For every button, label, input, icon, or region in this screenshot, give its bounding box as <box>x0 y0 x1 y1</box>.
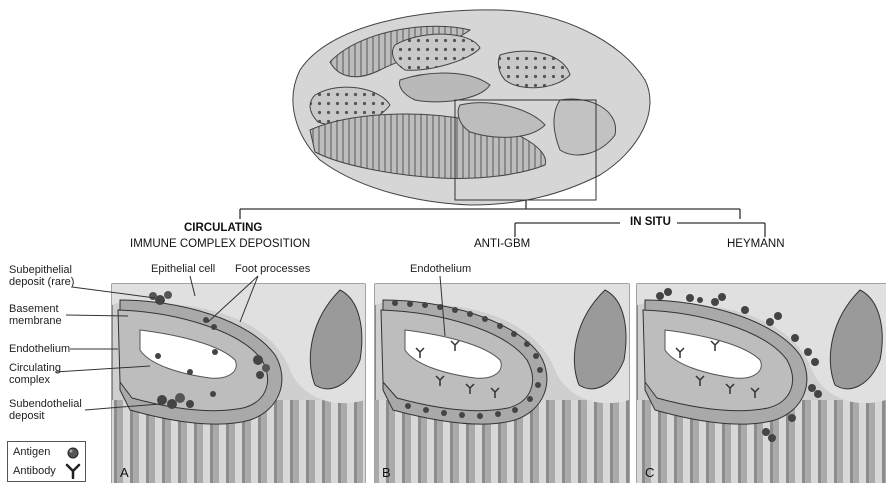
endothelium-label-a: Endothelium <box>9 343 70 355</box>
legend: Antigen Antibody <box>7 441 86 482</box>
circulating-complex-label: Circulating complex <box>9 362 61 386</box>
glomerulus-overview <box>293 10 650 205</box>
anti-gbm-header: ANTI-GBM <box>474 238 530 250</box>
panel-a <box>112 284 365 483</box>
panel-letter-c: C <box>645 465 654 480</box>
basement-membrane-label: Basement membrane <box>9 303 62 327</box>
legend-antibody-label: Antibody <box>13 465 56 477</box>
tree-connectors <box>240 200 765 237</box>
foot-processes-label: Foot processes <box>235 263 310 275</box>
antibody-icon <box>65 463 81 479</box>
antigen-icon <box>66 446 80 460</box>
endothelium-label-b: Endothelium <box>410 263 471 275</box>
subendothelial-deposit-label: Subendothelial deposit <box>9 398 82 422</box>
in-situ-title: IN SITU <box>626 216 675 228</box>
circulating-subtitle: IMMUNE COMPLEX DEPOSITION <box>130 238 310 250</box>
heymann-header: HEYMANN <box>727 238 785 250</box>
subepithelial-deposit-label: Subepithelial deposit (rare) <box>9 264 74 288</box>
panel-b <box>375 284 629 483</box>
legend-antigen-label: Antigen <box>13 446 50 458</box>
epithelial-cell-label: Epithelial cell <box>151 263 215 275</box>
panel-letter-a: A <box>120 465 129 480</box>
circulating-title: CIRCULATING <box>184 222 262 234</box>
panel-letter-b: B <box>382 465 391 480</box>
panel-c <box>637 284 886 483</box>
